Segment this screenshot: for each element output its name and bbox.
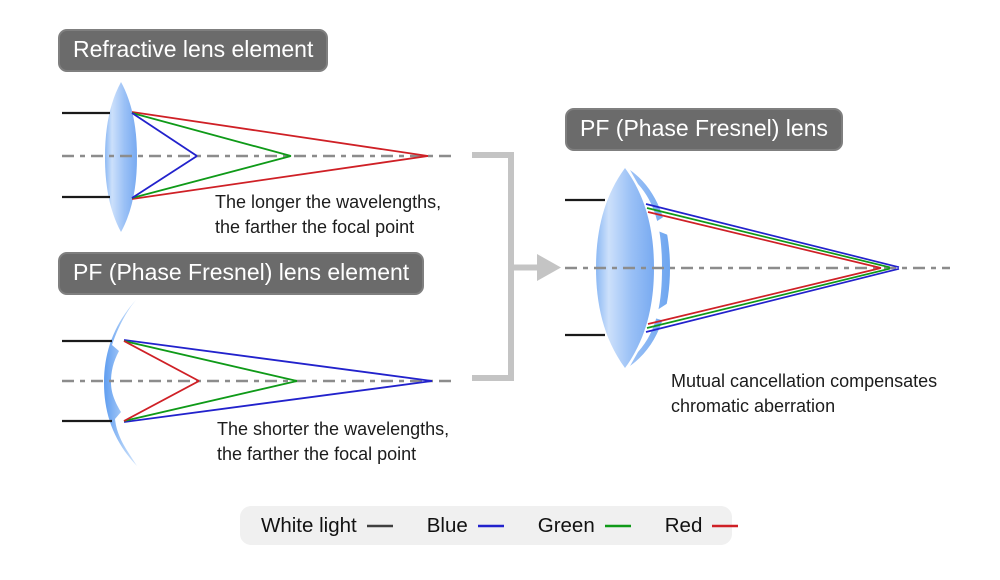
fresnel-element-shape	[104, 300, 137, 466]
caption-line: chromatic aberration	[671, 396, 836, 416]
caption-line: The shorter the wavelengths,	[217, 419, 450, 439]
refractive-caption: The longer the wavelengths, the farther …	[215, 190, 441, 240]
red-ray	[647, 211, 882, 269]
legend-item-blue: Blue	[427, 514, 505, 538]
legend-item-red: Red	[665, 514, 740, 538]
refractive-diagram	[62, 82, 456, 232]
caption-line: Mutual cancellation compensates	[671, 371, 938, 391]
fresnel-notch	[648, 214, 668, 235]
red-ray	[131, 111, 429, 157]
caption-line: the farther the focal point	[217, 444, 417, 464]
green-ray	[131, 112, 292, 157]
legend-label: White light	[261, 513, 357, 537]
blue-ray	[131, 112, 198, 157]
pf-element-caption: The shorter the wavelengths, the farther…	[217, 417, 449, 467]
legend-label: Red	[664, 513, 703, 537]
merge-arrowhead-icon	[537, 254, 561, 281]
pf-element-diagram	[62, 300, 456, 466]
green-ray	[123, 340, 298, 382]
green-ray	[123, 380, 298, 422]
bracket-lines	[472, 152, 537, 381]
blue-ray	[645, 267, 900, 333]
green-ray	[646, 267, 891, 329]
caption-line: the farther the focal point	[215, 217, 415, 237]
refractive-lens-label: Refractive lens element	[58, 29, 329, 72]
blue-dash-icon	[477, 524, 504, 527]
blue-ray	[123, 380, 433, 423]
pf-lens-caption: Mutual cancellation compensates chromati…	[671, 369, 937, 419]
blue-ray	[123, 339, 433, 382]
caption-line: The longer the wavelengths,	[215, 192, 442, 212]
red-ray	[123, 380, 200, 422]
legend-label: Green	[537, 513, 595, 537]
green-ray	[646, 207, 891, 269]
red-ray	[131, 155, 429, 200]
green-dash-icon	[604, 524, 631, 527]
red-ray	[647, 267, 882, 325]
red-dash-icon	[712, 524, 739, 527]
fresnel-notch	[648, 303, 668, 322]
merge-bracket	[472, 152, 561, 381]
blue-ray	[645, 203, 900, 269]
white-light-dash-icon	[366, 524, 393, 527]
legend-item-white-light: White light	[261, 514, 394, 538]
blue-ray	[131, 155, 198, 199]
red-ray	[123, 340, 200, 382]
legend-item-green: Green	[538, 514, 632, 538]
pf-lens-label: PF (Phase Fresnel) lens	[565, 108, 843, 151]
legend-label: Blue	[426, 513, 468, 537]
green-ray	[131, 155, 292, 199]
legend: White light Blue Green Red	[240, 506, 739, 545]
pf-element-label: PF (Phase Fresnel) lens element	[58, 252, 425, 295]
pf-lens-diagram	[565, 168, 950, 368]
